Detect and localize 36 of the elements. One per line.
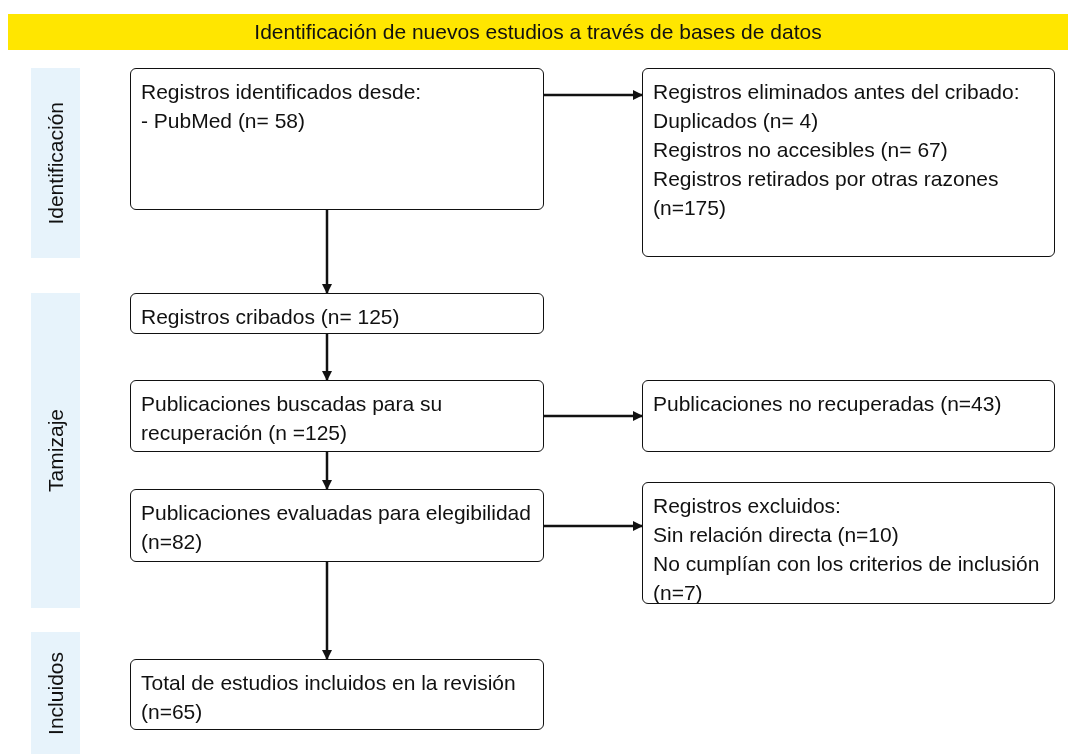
phase-band [31, 68, 80, 258]
process-box [130, 659, 544, 730]
box-text: Sin relación directa (n=10) [653, 522, 900, 548]
process-box [130, 489, 544, 562]
box-text: Registros cribados (n= 125) [141, 304, 401, 330]
box-text: Publicaciones no recuperadas (n=43) [653, 391, 1003, 417]
phase-band [31, 632, 80, 754]
box-text: Registros excluidos: [653, 493, 842, 519]
box-text: Registros retirados por otras razones (n=175) [653, 166, 1000, 221]
phase-band [31, 293, 80, 608]
title-banner: Identificación de nuevos estudios a través de bases de datos [8, 14, 1068, 50]
process-box [130, 68, 544, 210]
box-text: Total de estudios incluidos en la revisión (n=65) [141, 670, 517, 725]
box-text: Publicaciones buscadas para su recuperación (n =125) [141, 391, 444, 446]
process-box [130, 380, 544, 452]
box-text: No cumplían con los criterios de inclusión (n=7) [653, 551, 1041, 606]
process-box [130, 293, 544, 334]
box-text: Duplicados (n= 4) [653, 108, 820, 134]
box-text: Registros no accesibles (n= 67) [653, 137, 949, 163]
process-box [642, 68, 1055, 257]
phase-label: Identificación [43, 101, 68, 225]
arrow [544, 411, 643, 421]
arrow [322, 334, 332, 381]
process-box [642, 482, 1055, 604]
phase-label: Tamizaje [43, 409, 68, 492]
arrow [322, 562, 332, 660]
process-box [642, 380, 1055, 452]
box-text: Registros identificados desde: [141, 79, 423, 105]
phase-label: Incluidos [43, 651, 68, 735]
arrow [322, 210, 332, 294]
arrow [544, 90, 643, 100]
box-text: Publicaciones evaluadas para elegibilidad (n=82) [141, 500, 532, 555]
box-text: Registros eliminados antes del cribado: [653, 79, 1021, 105]
box-text: - PubMed (n= 58) [141, 108, 306, 134]
arrow [544, 521, 643, 531]
arrow [322, 452, 332, 490]
